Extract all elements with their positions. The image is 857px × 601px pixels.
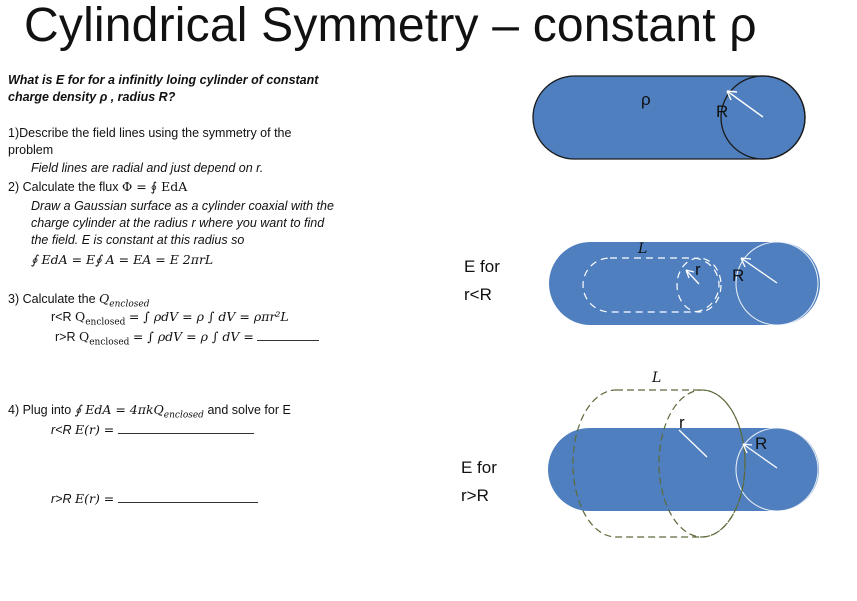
step4-case2-label: r>R [51, 492, 72, 506]
L-label-inside: L [637, 241, 647, 257]
step2-heading: 2) Calculate the flux Φ = ∮ EdA [8, 178, 187, 196]
step2-line3: the field. E is constant at this radius … [31, 233, 245, 247]
step3-case1-q: Qenclosed [74, 309, 126, 328]
charged-cylinder-diagram: ρ R [532, 75, 806, 160]
step2-line1: Draw a Gaussian surface as a cylinder co… [31, 199, 334, 213]
gaussian-cylinder-inside [582, 257, 720, 313]
cylinder-end-cap-2 [735, 241, 819, 326]
e-inside-label: E for r<R [464, 257, 500, 304]
flux-formula: Φ = ∮ EdA [121, 179, 188, 194]
step3-case1: r<R Qenclosed = ∫ ρdV = ρ ∫ dV = ρπr²L [51, 308, 289, 332]
step3-case1-label: r<R [51, 310, 72, 324]
radius-arrow-r-inside [685, 269, 700, 285]
charged-cylinder-body [532, 75, 806, 160]
gaussian-end-cap-inside [676, 257, 722, 313]
e-outside-label: E for r>R [461, 458, 497, 505]
step1-answer: Field lines are radial and just depend o… [31, 161, 264, 175]
slide-title: Cylindrical Symmetry – constant ρ [24, 0, 757, 52]
R-label-2: R [732, 266, 744, 285]
step1-heading-line1: 1)Describe the field lines using the sym… [8, 126, 292, 140]
step3-answer-blank [257, 328, 320, 341]
gaussian-end-cap-outside [658, 389, 746, 538]
step4-case2-blank [117, 490, 258, 503]
gauss-equation: ∮ EdA = E∮ A = EA = E 2πrL [31, 252, 214, 267]
R-label-3: R [755, 434, 767, 453]
step4-heading-pre: 4) Plug into [8, 403, 72, 417]
step4-case1-blank [117, 421, 254, 434]
step4-case1: r<R E(r) = [51, 421, 254, 439]
step4-case1-equation: E(r) = [74, 422, 115, 437]
question-text: What is E for for a infinitly loing cyli… [8, 73, 319, 104]
cylinder-end-cap [720, 75, 806, 160]
step4-case1-label: r<R [51, 423, 72, 437]
inside-gaussian-diagram: L r R [549, 241, 820, 326]
step4-heading: 4) Plug into ∮ EdA = 4πkQenclosed and so… [8, 401, 291, 425]
r-label-outside: r [679, 413, 685, 432]
step4-heading-post: and solve for E [207, 403, 291, 417]
charged-cylinder-body-3 [548, 428, 819, 511]
step3-heading: 3) Calculate the Qenclosed [8, 290, 149, 314]
radius-arrow-R [726, 90, 764, 118]
cylinder-end-cap-3 [735, 427, 819, 512]
step1-heading-line2: problem [8, 143, 54, 157]
outside-gaussian-diagram: L r R [548, 370, 819, 538]
step2-heading-text: 2) Calculate the flux [8, 180, 119, 194]
step3-heading-text: 3) Calculate the [8, 292, 96, 306]
rho-label: ρ [641, 90, 651, 109]
step3-case2: r>R Qenclosed = ∫ ρdV = ρ ∫ dV = [55, 328, 320, 352]
step3-case2-equation: = ∫ ρdV = ρ ∫ dV = [132, 329, 254, 344]
radius-arrow-R-2 [740, 257, 778, 284]
step4-equation: ∮ EdA = 4πkQenclosed [74, 402, 204, 421]
radius-line-r-outside [678, 429, 708, 458]
radius-arrow-R-3 [742, 443, 778, 469]
L-label-outside: L [651, 370, 661, 386]
R-label-1: R [716, 102, 728, 121]
step4-case2: r>R E(r) = [51, 490, 258, 508]
radius-arrowhead [726, 90, 738, 101]
step3-case2-label: r>R [55, 330, 76, 344]
q-enclosed-symbol: Qenclosed [99, 291, 150, 310]
step4-case2-equation: E(r) = [74, 491, 115, 506]
step3-case1-equation: = ∫ ρdV = ρ ∫ dV = ρπr²L [128, 309, 289, 324]
r-label-inside: r [695, 260, 701, 279]
charged-cylinder-body-2 [549, 242, 820, 325]
step3-case2-q: Qenclosed [78, 329, 130, 348]
step2-line2: charge cylinder at the radius r where yo… [31, 216, 325, 230]
